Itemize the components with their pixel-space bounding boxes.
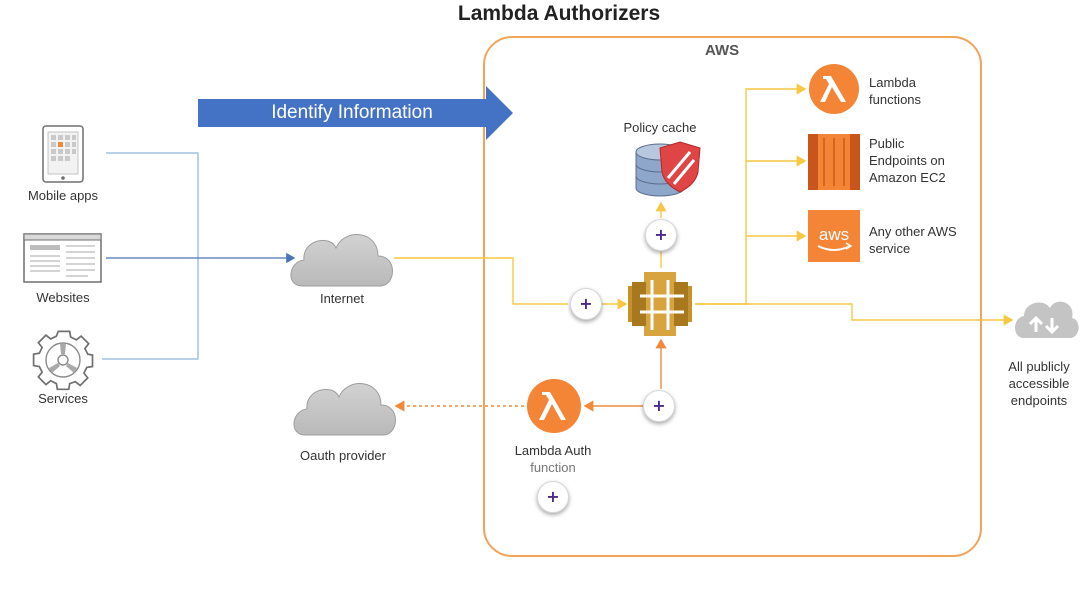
services-gear-icon [32, 330, 94, 391]
ec2-instances-icon [808, 134, 860, 190]
internet-cloud-icon [290, 234, 393, 287]
mobile-device-icon [42, 125, 84, 183]
lambda-auth-label: Lambda Auth function [497, 442, 609, 476]
policy-cache-label: Policy cache [623, 120, 697, 135]
lambda-functions-icon [809, 64, 859, 114]
expand-auth-step-button[interactable]: + [643, 390, 675, 422]
expand-internet-step-button[interactable]: + [570, 288, 602, 320]
other-service-line2: service [869, 241, 911, 256]
aws-badge-text: aws [819, 225, 849, 244]
oauth-provider-label: Oauth provider [300, 448, 386, 463]
endpoints-line3: endpoints [1010, 393, 1068, 408]
websites-label: Websites [36, 290, 90, 305]
lambda-auth-line1: Lambda Auth [514, 443, 592, 458]
policy-cache-database-icon [635, 141, 701, 197]
expand-policy-cache-button[interactable]: + [645, 219, 677, 251]
expand-lambda-auth-button[interactable]: + [537, 481, 569, 513]
lambda-functions-label: Lambda functions [869, 74, 989, 108]
mobile-apps-label: Mobile apps [27, 188, 99, 203]
other-aws-service-label: Any other AWS service [869, 223, 989, 257]
endpoints-line2: accessible [1008, 376, 1070, 391]
aws-service-badge-icon [808, 210, 860, 262]
diagram-title: Lambda Authorizers [457, 2, 661, 25]
lambda-functions-line1: Lambda [869, 75, 916, 90]
internet-label: Internet [319, 291, 365, 306]
lambda-functions-line2: functions [869, 92, 922, 107]
api-gateway-icon [628, 272, 692, 336]
ec2-line2: Endpoints on [869, 153, 945, 168]
ec2-endpoints-label: Public Endpoints on Amazon EC2 [869, 135, 989, 186]
ec2-line1: Public [869, 136, 905, 151]
public-endpoints-cloud-icon [1015, 301, 1079, 338]
endpoints-line1: All publicly [1008, 359, 1070, 374]
aws-boundary [483, 36, 982, 557]
lambda-auth-line2: function [530, 460, 576, 475]
yellow-flow-lines [394, 83, 1014, 326]
other-service-line1: Any other AWS [869, 224, 957, 239]
aws-container-label: AWS [705, 42, 740, 59]
identify-information-label: Identify Information [271, 102, 433, 123]
oauth-cloud-icon [293, 383, 396, 436]
website-icon [23, 233, 102, 283]
identify-banner-arrow [198, 86, 513, 140]
lambda-auth-function-icon [527, 379, 581, 433]
services-label: Services [38, 391, 88, 406]
orange-auth-lines [394, 338, 667, 412]
ec2-line3: Amazon EC2 [869, 170, 946, 185]
public-endpoints-label: All publicly accessible endpoints [994, 358, 1084, 409]
client-connectors [102, 152, 199, 360]
